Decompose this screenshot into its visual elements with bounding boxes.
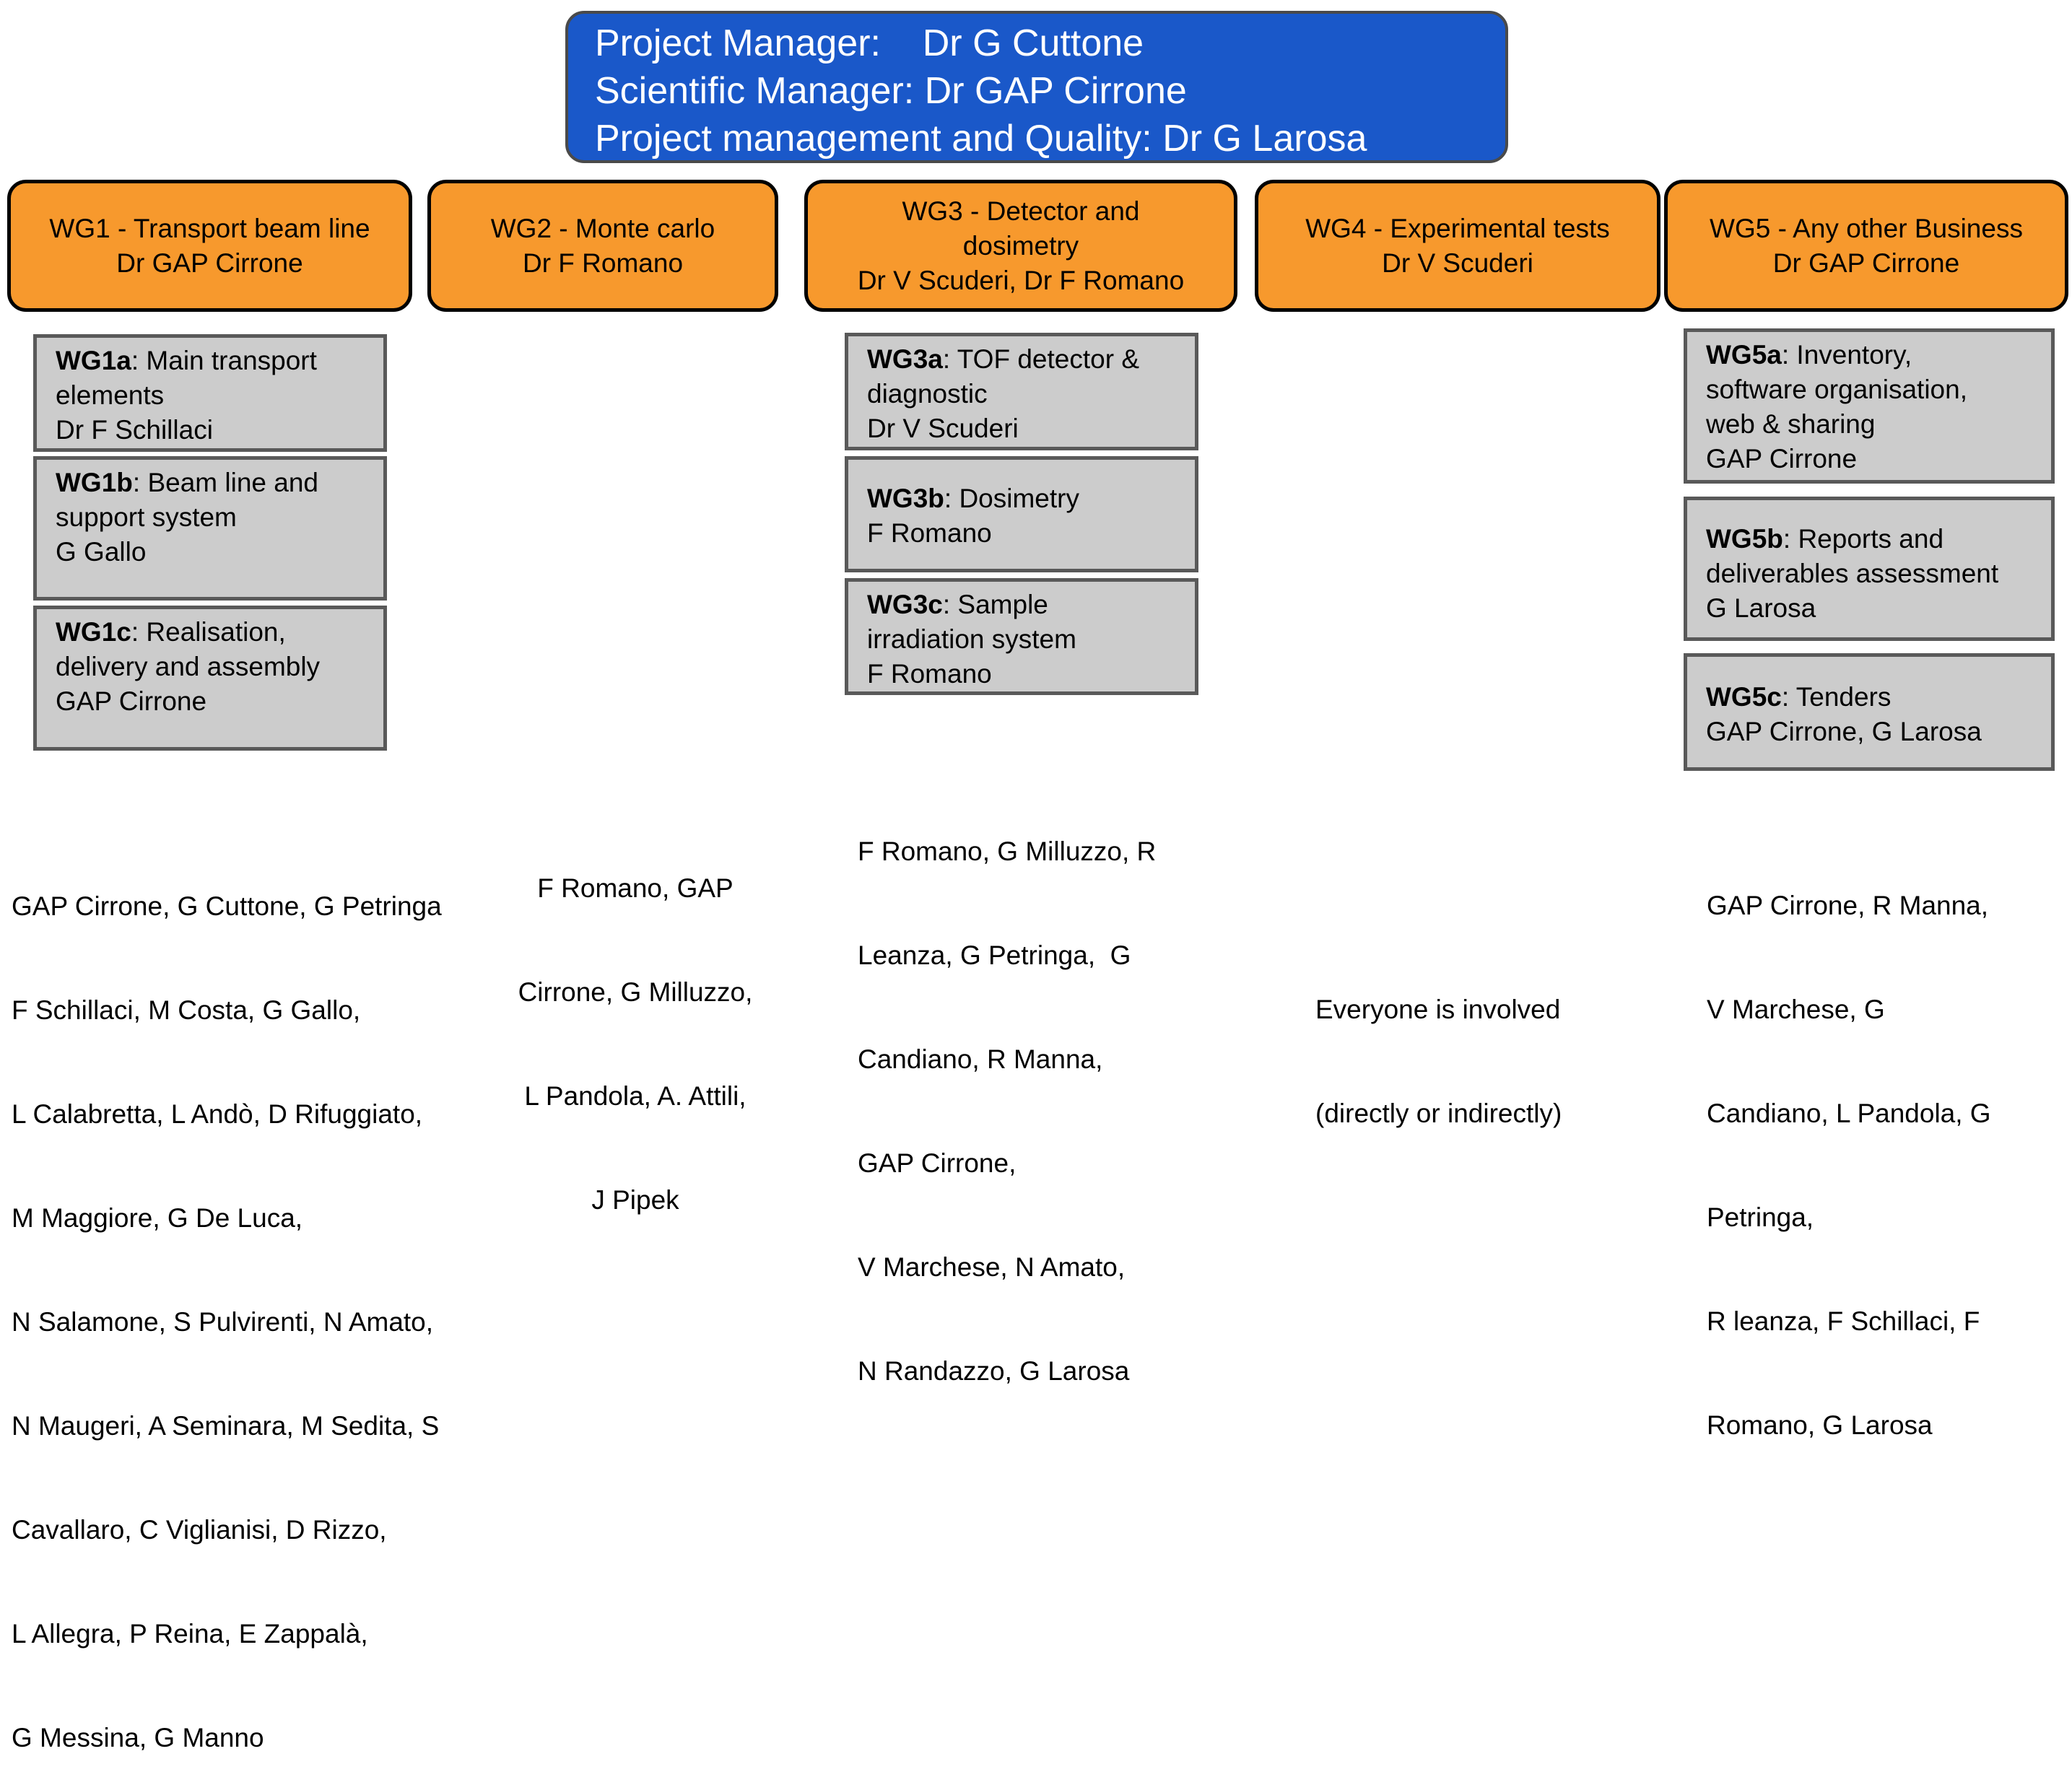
wg1-member-line: N Maugeri, A Seminara, M Sedita, S xyxy=(12,1411,440,1441)
wg4-members: Everyone is involved (directly or indire… xyxy=(1315,923,1562,1166)
wg1-member-line: F Schillaci, M Costa, G Gallo, xyxy=(12,995,361,1025)
wg5-member-line: Romano, G Larosa xyxy=(1707,1410,1933,1440)
wg2-title: WG2 - Monte carlo xyxy=(490,213,715,243)
wg2-member-line: L Pandola, A. Attili, xyxy=(524,1081,746,1111)
wg2-member-line: F Romano, GAP xyxy=(537,873,734,903)
wg1a-desc-2: elements xyxy=(56,380,165,410)
wg3-lead: Dr V Scuderi, Dr F Romano xyxy=(857,265,1185,295)
wg5-member-line: Petringa, xyxy=(1707,1202,1814,1232)
wg3a-lead: Dr V Scuderi xyxy=(867,414,1019,443)
wg3a-desc-2: diagnostic xyxy=(867,379,988,409)
wg4-header: WG4 - Experimental tests Dr V Scuderi xyxy=(1255,180,1660,312)
wg3b-code: WG3b xyxy=(867,484,944,513)
wg5a-lead: GAP Cirrone xyxy=(1706,444,1858,473)
wg1a-code: WG1a xyxy=(56,346,131,375)
wg1a-lead: Dr F Schillaci xyxy=(56,415,213,445)
wg1-member-line: N Salamone, S Pulvirenti, N Amato, xyxy=(12,1307,434,1337)
wg5-member-line: R leanza, F Schillaci, F xyxy=(1707,1306,1980,1336)
wg5b-desc-2: deliverables assessment xyxy=(1706,559,1999,588)
wg5-member-line: Candiano, L Pandola, G xyxy=(1707,1099,1991,1128)
wg3c-desc-2: irradiation system xyxy=(867,624,1076,654)
wg1-member-line: L Allegra, P Reina, E Zappalà, xyxy=(12,1619,368,1649)
wg5c-box: WG5c: Tenders GAP Cirrone, G Larosa xyxy=(1684,653,2055,771)
wg3c-desc: : Sample xyxy=(942,590,1048,619)
wg3b-desc: : Dosimetry xyxy=(944,484,1079,513)
wg1b-lead: G Gallo xyxy=(56,537,147,567)
wg3b-lead: F Romano xyxy=(867,518,992,548)
wg3-title-line1: WG3 - Detector and xyxy=(902,196,1140,226)
wg5b-code: WG5b xyxy=(1706,524,1783,554)
wg5b-desc: : Reports and xyxy=(1782,524,1944,554)
wg2-member-line: Cirrone, G Milluzzo, xyxy=(518,977,753,1007)
wg5a-desc-2: software organisation, xyxy=(1706,375,1967,404)
wg5-header: WG5 - Any other Business Dr GAP Cirrone xyxy=(1664,180,2068,312)
wg3c-box: WG3c: Sample irradiation system F Romano xyxy=(845,578,1198,695)
scientific-manager-text: Scientific Manager: Dr GAP Cirrone xyxy=(595,70,1187,112)
wg5c-lead: GAP Cirrone, G Larosa xyxy=(1706,717,1982,746)
wg5a-code: WG5a xyxy=(1706,340,1782,370)
wg3a-box: WG3a: TOF detector & diagnostic Dr V Scu… xyxy=(845,333,1198,450)
wg4-member-line: (directly or indirectly) xyxy=(1315,1099,1562,1128)
wg1-title: WG1 - Transport beam line xyxy=(49,213,370,243)
wg3a-code: WG3a xyxy=(867,344,943,374)
management-box: Project Manager: Dr G Cuttone Scientific… xyxy=(565,11,1508,163)
wg3-member-line: GAP Cirrone, xyxy=(858,1148,1017,1178)
wg1c-lead: GAP Cirrone xyxy=(56,686,207,716)
wg2-members: F Romano, GAP Cirrone, G Milluzzo, L Pan… xyxy=(491,802,780,1252)
wg3c-lead: F Romano xyxy=(867,659,992,689)
wg1-lead: Dr GAP Cirrone xyxy=(116,248,303,278)
wg3-member-line: V Marchese, N Amato, xyxy=(858,1252,1126,1282)
wg5-lead: Dr GAP Cirrone xyxy=(1772,248,1960,278)
project-manager-text: Project Manager: Dr G Cuttone xyxy=(595,22,1144,64)
wg3b-box: WG3b: Dosimetry F Romano xyxy=(845,456,1198,572)
wg3-members: F Romano, G Milluzzo, R Leanza, G Petrin… xyxy=(858,765,1156,1423)
wg1-member-line: G Messina, G Manno xyxy=(12,1723,264,1752)
wg3-member-line: N Randazzo, G Larosa xyxy=(858,1356,1130,1386)
wg3-member-line: Leanza, G Petringa, G xyxy=(858,940,1131,970)
wg1-member-line: Cavallaro, C Viglianisi, D Rizzo, xyxy=(12,1515,387,1545)
wg1-member-line: L Calabretta, L Andò, D Rifuggiato, xyxy=(12,1099,423,1129)
quality-manager-text: Project management and Quality: Dr G Lar… xyxy=(595,118,1367,160)
wg4-member-line: Everyone is involved xyxy=(1315,995,1561,1024)
wg5-member-line: V Marchese, G xyxy=(1707,995,1885,1024)
wg1b-code: WG1b xyxy=(56,468,133,497)
wg1a-desc: : Main transport xyxy=(131,346,317,375)
wg5c-desc: : Tenders xyxy=(1781,682,1892,712)
wg1b-box: WG1b: Beam line and support system G Gal… xyxy=(33,456,387,601)
wg5a-desc: : Inventory, xyxy=(1781,340,1912,370)
wg1c-box: WG1c: Realisation, delivery and assembly… xyxy=(33,606,387,751)
wg4-title: WG4 - Experimental tests xyxy=(1305,213,1610,243)
wg3c-code: WG3c xyxy=(867,590,943,619)
wg3-member-line: Candiano, R Manna, xyxy=(858,1044,1103,1074)
wg1-member-line: M Maggiore, G De Luca, xyxy=(12,1203,303,1233)
wg1c-code: WG1c xyxy=(56,617,131,647)
wg1b-desc-2: support system xyxy=(56,502,237,532)
wg1-member-line: GAP Cirrone, G Cuttone, G Petringa xyxy=(12,891,442,921)
wg5b-box: WG5b: Reports and deliverables assessmen… xyxy=(1684,497,2055,641)
wg1b-desc: : Beam line and xyxy=(132,468,318,497)
wg2-header: WG2 - Monte carlo Dr F Romano xyxy=(427,180,778,312)
wg1c-desc: : Realisation, xyxy=(131,617,286,647)
wg1a-box: WG1a: Main transport elements Dr F Schil… xyxy=(33,334,387,452)
wg2-member-line: J Pipek xyxy=(591,1185,679,1215)
wg3-title-line2: dosimetry xyxy=(962,230,1079,261)
wg5c-code: WG5c xyxy=(1706,682,1782,712)
wg5a-box: WG5a: Inventory, software organisation, … xyxy=(1684,328,2055,484)
wg5-title: WG5 - Any other Business xyxy=(1710,213,2023,243)
wg5a-desc-3: web & sharing xyxy=(1706,409,1876,439)
wg3-header: WG3 - Detector and dosimetry Dr V Scuder… xyxy=(804,180,1237,312)
wg1-header: WG1 - Transport beam line Dr GAP Cirrone xyxy=(7,180,412,312)
wg2-lead: Dr F Romano xyxy=(522,248,684,278)
wg1c-desc-2: delivery and assembly xyxy=(56,652,321,681)
wg3a-desc: : TOF detector & xyxy=(942,344,1139,374)
wg4-lead: Dr V Scuderi xyxy=(1382,248,1533,278)
wg5-members: GAP Cirrone, R Manna, V Marchese, G Cand… xyxy=(1707,819,1991,1477)
wg1-members: GAP Cirrone, G Cuttone, G Petringa F Sch… xyxy=(12,820,442,1790)
wg5b-lead: G Larosa xyxy=(1706,593,1816,623)
wg3-member-line: F Romano, G Milluzzo, R xyxy=(858,837,1157,866)
wg5-member-line: GAP Cirrone, R Manna, xyxy=(1707,891,1989,920)
